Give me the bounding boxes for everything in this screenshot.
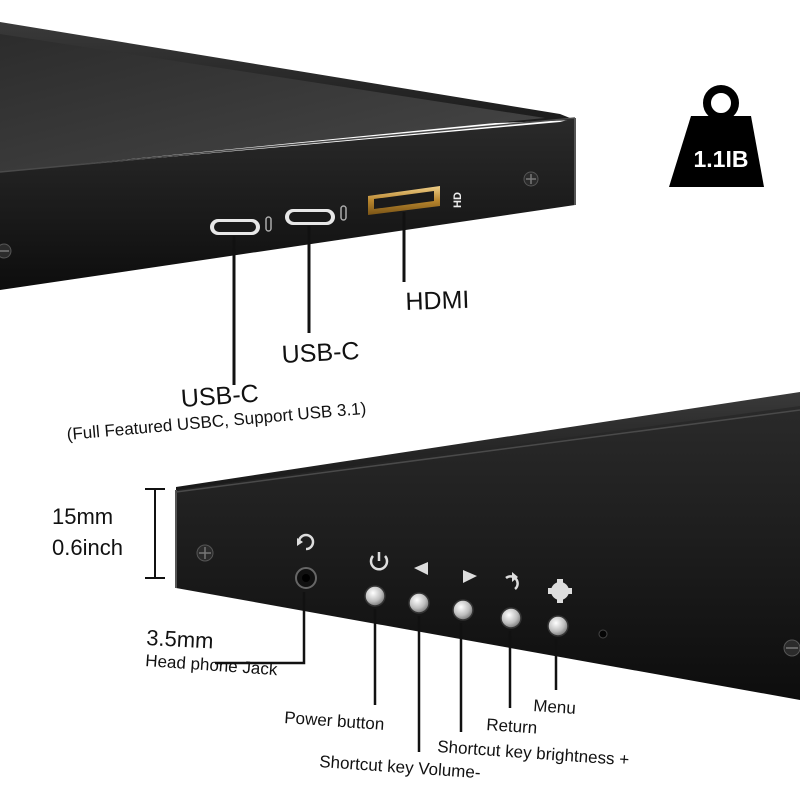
usb-c-port-2 xyxy=(285,205,347,225)
volume-down-arrow-icon xyxy=(414,562,428,575)
brightness-up-button[interactable] xyxy=(452,599,474,621)
menu-gear-icon xyxy=(548,579,572,603)
menu-label: Menu xyxy=(532,696,577,718)
return-icon xyxy=(505,572,519,590)
indicator-led xyxy=(598,629,608,639)
weight-label: 1.1IB xyxy=(693,146,749,172)
usb-c-port-1 xyxy=(210,216,272,235)
power-icon xyxy=(369,552,389,571)
thickness-inch-label: 0.6inch xyxy=(52,535,123,560)
headphone-jack xyxy=(295,567,317,589)
screw-icon xyxy=(783,639,800,657)
brightness-up-arrow-icon xyxy=(463,570,477,583)
return-label: Return xyxy=(485,715,538,738)
hdmi-port xyxy=(368,186,440,215)
screw-icon xyxy=(0,243,12,259)
bottom-monitor-frame xyxy=(175,392,800,700)
return-button[interactable] xyxy=(500,607,522,629)
thickness-dimension-marker xyxy=(145,488,165,579)
hdmi-port-mark: HD xyxy=(452,192,464,208)
screw-icon xyxy=(523,171,539,187)
usb-c-2-label: USB-C xyxy=(281,336,361,369)
top-monitor-frame xyxy=(0,22,576,290)
menu-button[interactable] xyxy=(547,615,569,637)
weight-icon xyxy=(669,85,764,187)
power-button[interactable] xyxy=(364,585,386,607)
headphone-leader-line xyxy=(215,592,306,665)
hdmi-label: HDMI xyxy=(405,285,470,316)
headphone-jack-size-label: 3.5mm xyxy=(145,625,215,654)
volume-down-button[interactable] xyxy=(408,592,430,614)
thickness-mm-label: 15mm xyxy=(52,504,114,529)
screw-icon xyxy=(196,544,214,562)
headphone-icon xyxy=(297,533,315,551)
